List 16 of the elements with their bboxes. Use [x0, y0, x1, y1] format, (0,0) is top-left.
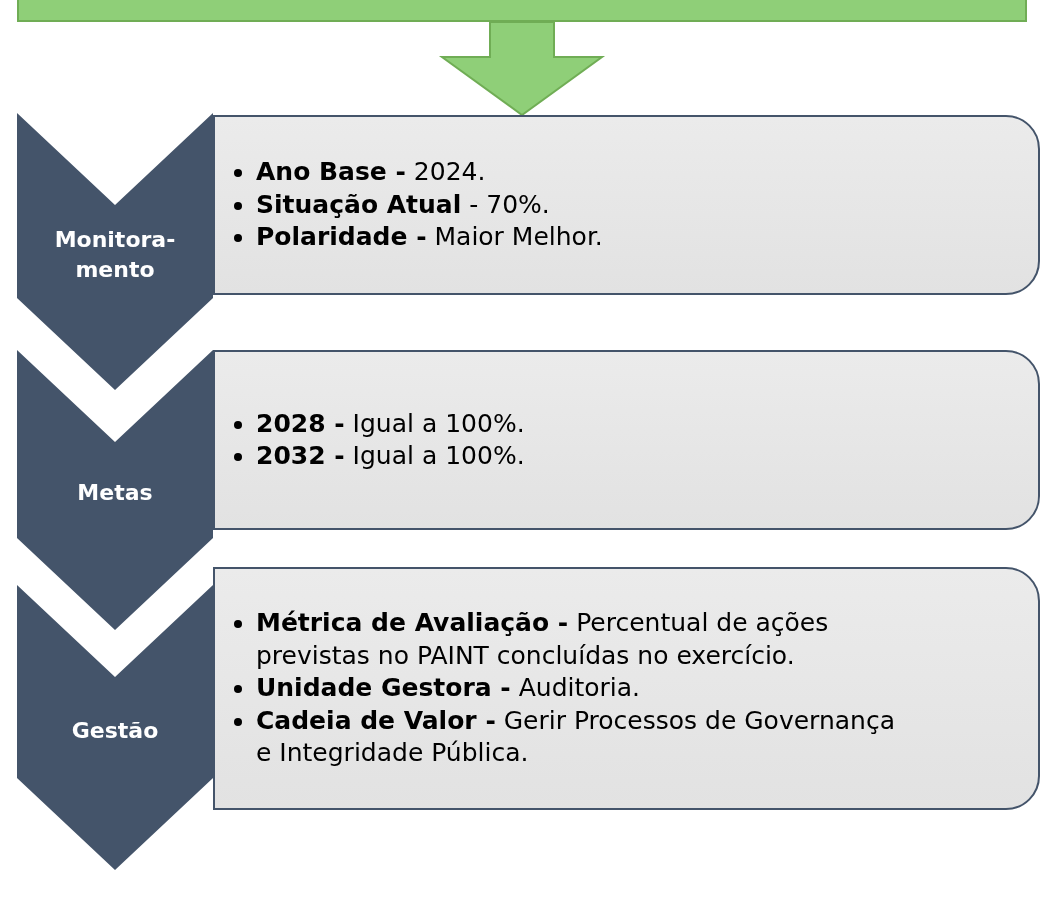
info-panel	[213, 115, 1040, 295]
info-panel	[213, 350, 1040, 530]
bullet-text: Polaridade - Maior Melhor.	[256, 222, 603, 252]
bullet-text: Situação Atual - 70%.	[256, 189, 550, 219]
header-box	[17, 0, 1027, 22]
bullet-text: 2032 - Igual a 100%.	[256, 441, 525, 470]
chevron-label: Monitora-mento	[53, 225, 177, 284]
chevron-label: Metas	[76, 479, 154, 508]
bullet-text: Unidade Gestora - Auditoria.	[256, 673, 641, 703]
bullet-text: Métrica de Avaliação - Percentual de ações previstas no PAINT concluídas no exercício.	[256, 608, 829, 670]
block-arrow	[438, 21, 606, 117]
chevron-label: Gestão	[70, 716, 160, 745]
bullet-text: 2028 - Igual a 100%.	[256, 408, 525, 438]
bullet-text: Cadeia de Valor - Gerir Processos de Governança e Integridade Pública.	[256, 705, 895, 768]
info-panel	[213, 567, 1040, 810]
bullet-text: Ano Base - 2024.	[256, 157, 486, 187]
